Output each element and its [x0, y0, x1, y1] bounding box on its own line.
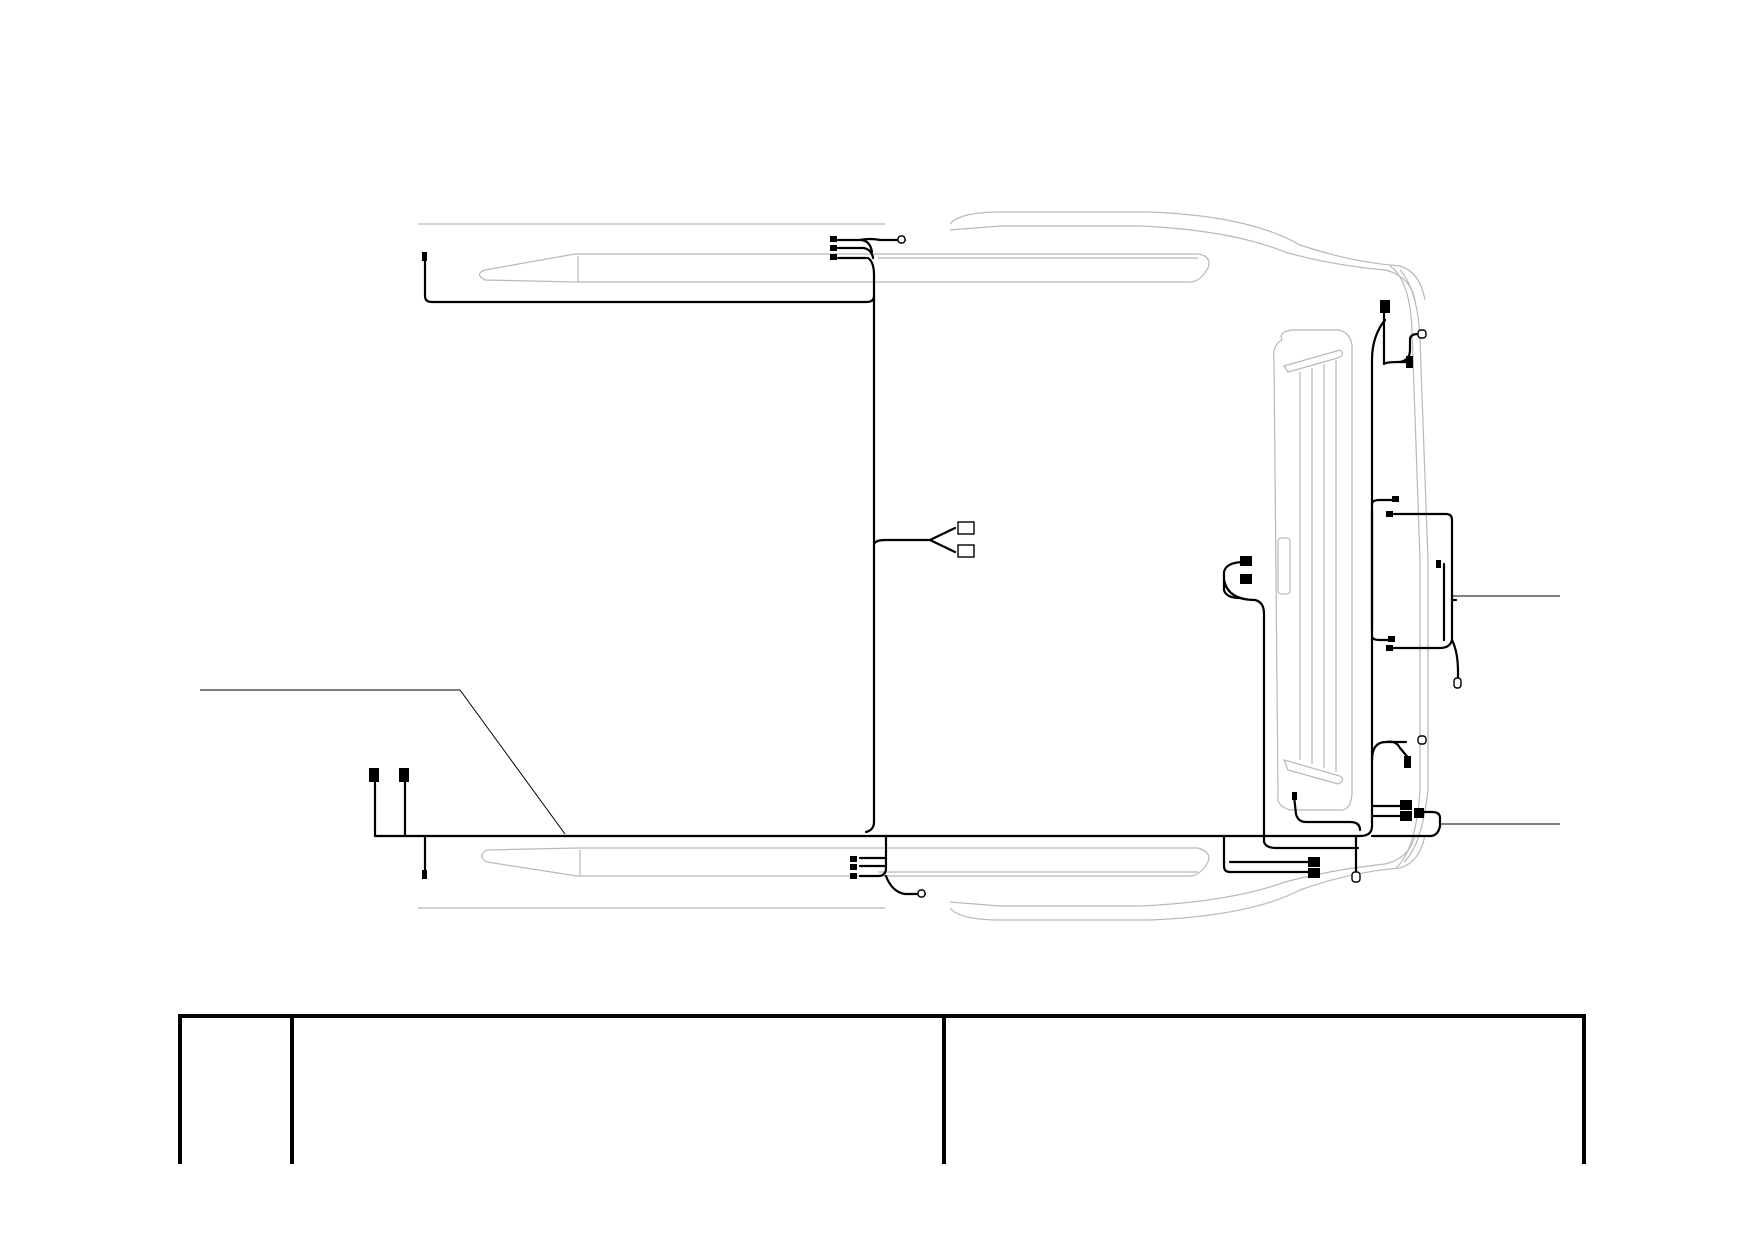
- right-box-feed: [1390, 512, 1454, 650]
- connector: [830, 245, 837, 251]
- connector: [1292, 792, 1297, 800]
- upper-sill: [478, 253, 1210, 283]
- connectors: [369, 235, 1462, 898]
- right-pigtail: [1442, 562, 1460, 682]
- front-right-branch: [1370, 810, 1442, 838]
- main-vertical-trunk: [864, 256, 876, 834]
- upper-connector-tails: [836, 237, 907, 260]
- lower-right-loop: [1370, 740, 1412, 818]
- connector: [422, 870, 427, 879]
- lower-sill: [480, 847, 1210, 877]
- front-end-inner: [1399, 269, 1429, 863]
- connector-large: [1414, 808, 1424, 818]
- radiator-bottom-bar: [1282, 759, 1344, 785]
- right-junction-branch: [1370, 498, 1396, 642]
- connector-large: [1400, 800, 1412, 810]
- connector-large: [369, 768, 379, 782]
- connector-large: [1400, 811, 1412, 821]
- connector: [830, 236, 837, 242]
- left-center-branch: [1222, 560, 1360, 850]
- connector: [1388, 636, 1395, 642]
- connector: [1386, 511, 1393, 517]
- ground-terminal: [1351, 871, 1361, 883]
- connector: [830, 254, 837, 260]
- radiator-top-bar: [1283, 349, 1344, 373]
- left-connector-drops: [373, 780, 427, 878]
- connector: [1404, 756, 1411, 768]
- connector: [1406, 356, 1413, 368]
- lower-connector-tails: [858, 834, 927, 896]
- ring-terminal: [1417, 329, 1427, 339]
- connector-large: [1308, 857, 1320, 867]
- connector-large: [1308, 868, 1320, 878]
- connector: [422, 252, 427, 261]
- connector: [850, 856, 857, 862]
- lower-body-edge: [418, 834, 1426, 921]
- connector: [1392, 496, 1399, 502]
- connector: [850, 864, 857, 870]
- connector: [1436, 560, 1441, 568]
- vehicle-body-outline: [418, 211, 1429, 921]
- twin-connector-upper: [957, 521, 975, 535]
- connector-large: [1240, 574, 1252, 584]
- upper-body-edge: [418, 211, 1426, 301]
- lower-main-trunk: [373, 318, 1387, 838]
- bottom-right-drop: [1222, 834, 1358, 874]
- ring-terminal: [917, 889, 926, 898]
- radiator-frame: [1273, 329, 1353, 811]
- twin-connector-lower: [957, 544, 975, 558]
- connector-large: [399, 768, 409, 782]
- center-y-branch: [872, 526, 957, 554]
- radiator-cap: [1277, 537, 1291, 595]
- upper-right-loop: [1398, 332, 1424, 364]
- lower-body-edge-inner: [949, 834, 1416, 907]
- callout-leaders: [200, 595, 1560, 835]
- wiring-harness: [373, 237, 1460, 896]
- connector-large: [1240, 556, 1252, 566]
- ring-terminal: [897, 235, 906, 244]
- ring-terminal: [1417, 735, 1427, 745]
- pigtail-terminal: [1453, 677, 1462, 689]
- upper-body-edge-inner: [949, 225, 1416, 301]
- front-end-outer: [1389, 265, 1421, 869]
- connector: [1386, 645, 1393, 651]
- leader-line-left: [200, 689, 566, 835]
- upper-horizontal-branch: [423, 256, 876, 304]
- radiator-lower-branch: [1292, 794, 1362, 832]
- connector: [850, 873, 857, 879]
- connector-large: [1380, 300, 1390, 313]
- title-block: [178, 1014, 1586, 1164]
